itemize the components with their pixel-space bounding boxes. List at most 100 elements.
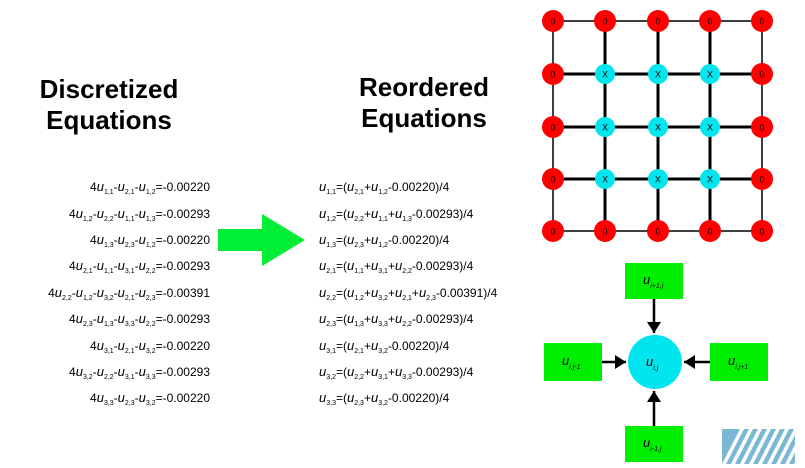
equation: 4u2,3-u1,3-u3,3-u2,2=-0.00293 — [69, 312, 210, 332]
interior-node — [700, 117, 720, 137]
variable-subscript: 1,1 — [103, 268, 114, 275]
variable-u: u — [370, 206, 379, 221]
equation-text: -0.00293)/4 — [411, 312, 474, 326]
boundary-node — [542, 116, 564, 138]
variable-subscript: 1,1 — [354, 268, 364, 275]
variable-subscript: 1,2 — [145, 189, 156, 196]
equation-text: - — [134, 365, 139, 379]
variable-subscript: 2,3 — [426, 295, 436, 302]
stencil-box-bottom — [625, 426, 683, 462]
equation: u1,1=(u2,1+u1,2-0.00220)/4 — [319, 180, 449, 200]
variable-subscript: 2,2 — [402, 268, 412, 275]
equation: u1,3=(u2,3+u1,2-0.00220)/4 — [319, 233, 449, 253]
heading-line: Reordered — [358, 72, 490, 102]
equation-text: - — [134, 180, 139, 194]
variable-u: u — [346, 285, 355, 300]
equation-text: =( — [335, 180, 347, 194]
variable-subscript: 1,1 — [378, 216, 388, 223]
equation-text: - — [134, 259, 139, 273]
boundary-node — [542, 10, 564, 32]
equation-text: -0.00220)/4 — [387, 339, 450, 353]
variable-u: u — [138, 390, 146, 405]
equation-text: - — [134, 207, 139, 221]
interior-node — [648, 169, 668, 189]
equation-text: + — [363, 312, 371, 326]
variable-subscript: 2,1 — [82, 268, 93, 275]
variable-u: u — [75, 206, 83, 221]
interior-node — [648, 64, 668, 84]
equation-text: -0.00391)/4 — [435, 286, 498, 300]
variable-subscript: 3,3 — [103, 400, 114, 407]
node-label: 0 — [602, 227, 607, 237]
equation: 4u1,1-u2,1-u1,2=-0.00220 — [90, 180, 210, 200]
variable-subscript: 2,1 — [402, 295, 412, 302]
variable-subscript: 2,2 — [103, 374, 114, 381]
equation-text: + — [387, 312, 395, 326]
equation: u3,1=(u2,1+u3,2-0.00220)/4 — [319, 339, 449, 359]
equation-text: =( — [335, 312, 347, 326]
variable-subscript: 1,1 — [103, 189, 114, 196]
logo-stripe — [776, 429, 798, 464]
boundary-node — [594, 10, 616, 32]
equation-text: 4 — [90, 180, 97, 194]
stencil-label: ui,j+1 — [728, 353, 748, 371]
equation-text: =-0.00220 — [155, 391, 210, 405]
variable-subscript: 3,3 — [124, 321, 135, 328]
equation-text: =-0.00293 — [155, 312, 210, 326]
variable-u: u — [370, 232, 379, 247]
equation-text: =-0.00220 — [155, 339, 210, 353]
variable-u: u — [75, 311, 83, 326]
equation-text: - — [134, 233, 139, 247]
variable-subscript: 2,1 — [124, 295, 135, 302]
variable-subscript: 1,2 — [82, 216, 93, 223]
variable-u: u — [728, 353, 735, 368]
node-label: 0 — [655, 17, 660, 27]
variable-subscript: 3,2 — [145, 400, 156, 407]
equation-text: =-0.00220 — [155, 233, 210, 247]
equation-text: - — [92, 286, 97, 300]
equation-text: + — [363, 180, 371, 194]
equation-text: -0.00293)/4 — [411, 207, 474, 221]
boundary-node — [542, 220, 564, 242]
equation-text: - — [92, 365, 97, 379]
variable-u: u — [117, 179, 125, 194]
variable-subscript: 1,1 — [326, 189, 336, 196]
node-label: X — [707, 123, 713, 133]
logo-stripe — [731, 429, 753, 464]
variable-subscript: 1,2 — [378, 242, 388, 249]
equation-text: =-0.00293 — [155, 259, 210, 273]
variable-u: u — [96, 364, 104, 379]
boundary-node — [751, 168, 773, 190]
variable-u: u — [117, 364, 125, 379]
variable-u: u — [138, 311, 146, 326]
node-label: X — [602, 175, 608, 185]
variable-subscript: 1,3 — [354, 321, 364, 328]
variable-subscript: 1,3 — [103, 321, 114, 328]
equation: u2,3=(u1,3+u3,3+u2,2-0.00293)/4 — [319, 312, 473, 332]
variable-u: u — [117, 206, 125, 221]
equation-text: =( — [335, 391, 347, 405]
variable-u: u — [394, 285, 403, 300]
equation: 4u1,2-u2,2-u1,1-u1,3=-0.00293 — [69, 207, 210, 227]
variable-u: u — [370, 338, 379, 353]
equation-text: =-0.00293 — [155, 365, 210, 379]
variable-subscript: 3,2 — [145, 348, 156, 355]
variable-u: u — [346, 179, 355, 194]
variable-subscript: 2,3 — [354, 400, 364, 407]
variable-subscript: 2,2 — [145, 268, 156, 275]
logo-stripe — [722, 429, 744, 464]
equation-text: - — [113, 286, 118, 300]
equation-text: + — [387, 207, 395, 221]
variable-subscript: 3,1 — [124, 268, 135, 275]
equation-text: 4 — [90, 391, 97, 405]
equation: u3,3=(u2,3+u3,2-0.00220)/4 — [319, 391, 449, 411]
variable-u: u — [394, 206, 403, 221]
equation-text: - — [113, 180, 118, 194]
node-label: 0 — [655, 227, 660, 237]
variable-u: u — [117, 390, 125, 405]
boundary-node — [699, 10, 721, 32]
variable-subscript: 1,3 — [145, 216, 156, 223]
equation-text: + — [363, 207, 371, 221]
